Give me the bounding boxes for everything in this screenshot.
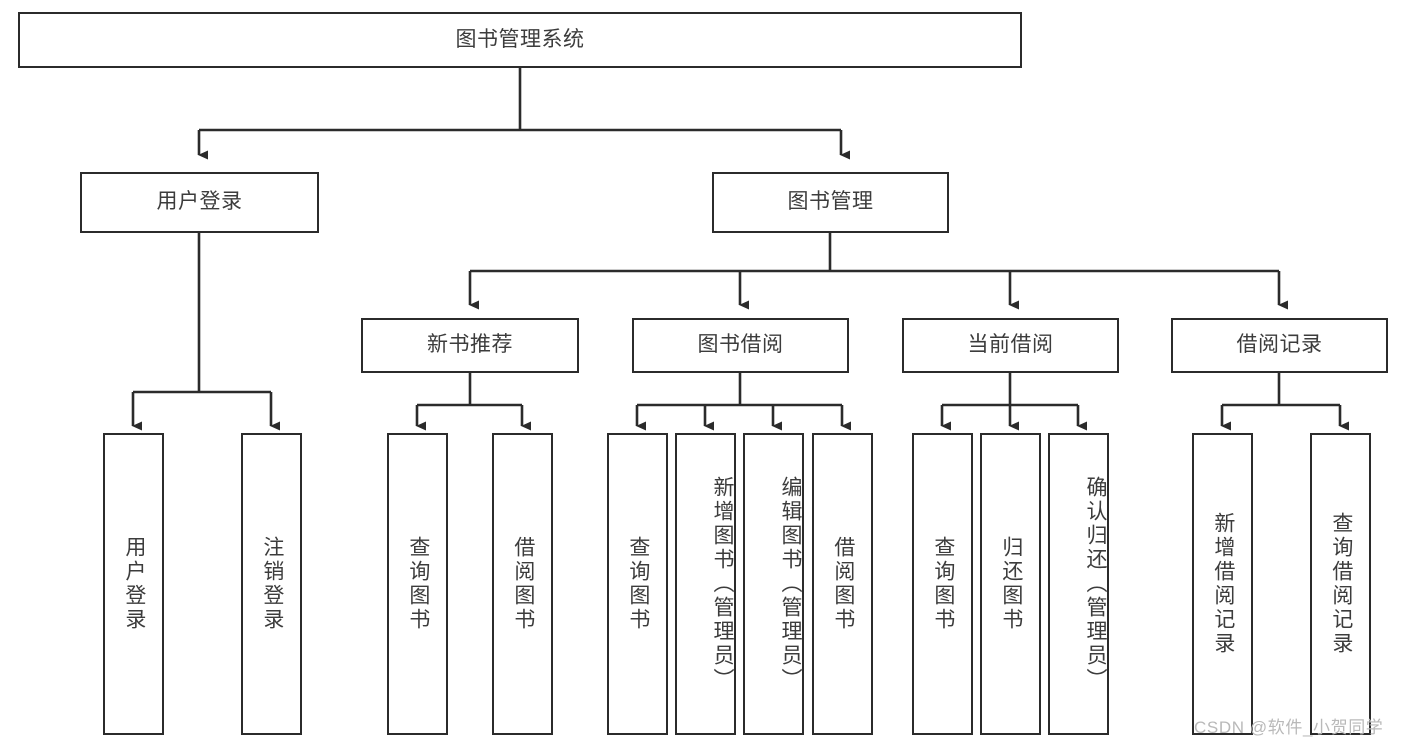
node-leaf-add-book[interactable]: 新增图书（管理员） (675, 433, 736, 735)
node-label: 新书推荐 (427, 333, 513, 357)
node-leaf-query-book-current[interactable]: 查询图书 (912, 433, 973, 735)
node-label: 借阅图书 (831, 536, 855, 632)
node-label: 用户登录 (156, 190, 243, 214)
node-leaf-user-login[interactable]: 用户登录 (103, 433, 164, 735)
node-label: 归还图书 (999, 536, 1023, 632)
node-label: 图书借阅 (697, 333, 784, 357)
node-leaf-query-book-borrow[interactable]: 查询图书 (607, 433, 668, 735)
node-label: 查询图书 (626, 536, 650, 632)
node-label: 用户登录 (122, 536, 146, 632)
node-leaf-borrow-book-borrow[interactable]: 借阅图书 (812, 433, 873, 735)
node-borrow-record[interactable]: 借阅记录 (1171, 318, 1388, 373)
node-label: 查询借阅记录 (1329, 512, 1353, 656)
node-book-management[interactable]: 图书管理 (712, 172, 949, 233)
node-book-borrow[interactable]: 图书借阅 (632, 318, 849, 373)
node-label: 当前借阅 (967, 333, 1054, 357)
node-leaf-add-borrow-record[interactable]: 新增借阅记录 (1192, 433, 1253, 735)
node-user-login[interactable]: 用户登录 (80, 172, 319, 233)
node-label: 查询图书 (406, 536, 430, 632)
node-label: 查询图书 (931, 536, 955, 632)
node-label: 编辑图书（管理员） (779, 476, 802, 692)
node-new-book-recommend[interactable]: 新书推荐 (361, 318, 579, 373)
node-leaf-borrow-book-recommend[interactable]: 借阅图书 (492, 433, 553, 735)
node-label: 新增借阅记录 (1211, 512, 1235, 656)
node-leaf-query-borrow-record[interactable]: 查询借阅记录 (1310, 433, 1371, 735)
node-label: 图书管理系统 (455, 27, 585, 51)
node-label: 借阅图书 (511, 536, 535, 632)
node-leaf-confirm-return[interactable]: 确认归还（管理员） (1048, 433, 1109, 735)
node-label: 新增图书（管理员） (711, 476, 734, 692)
node-leaf-query-book-recommend[interactable]: 查询图书 (387, 433, 448, 735)
node-book-management-system[interactable]: 图书管理系统 (18, 12, 1022, 68)
node-leaf-edit-book[interactable]: 编辑图书（管理员） (743, 433, 804, 735)
node-leaf-return-book[interactable]: 归还图书 (980, 433, 1041, 735)
csdn-watermark: CSDN @软件_小贺同学 (1194, 718, 1384, 737)
node-label: 确认归还（管理员） (1084, 476, 1107, 692)
node-current-borrow[interactable]: 当前借阅 (902, 318, 1119, 373)
node-label: 注销登录 (260, 536, 284, 632)
node-leaf-logout[interactable]: 注销登录 (241, 433, 302, 735)
node-label: 图书管理 (787, 190, 874, 214)
node-label: 借阅记录 (1236, 333, 1323, 357)
